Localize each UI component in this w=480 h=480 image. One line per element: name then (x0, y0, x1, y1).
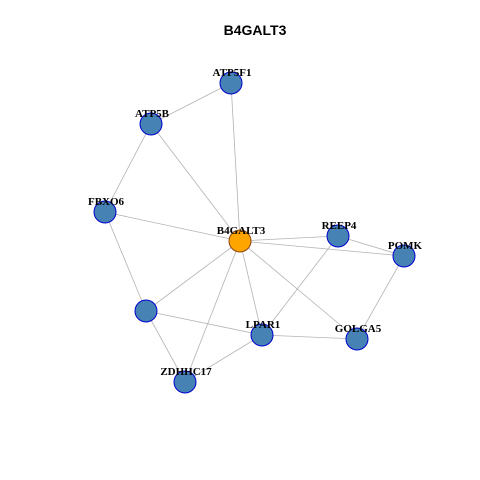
edge-reep4-lpar1 (261, 235, 339, 336)
node-label-reep4: REEP4 (322, 220, 357, 232)
edge-unlabeled-lpar1 (145, 310, 263, 336)
node-unlabeled[interactable] (134, 299, 158, 323)
edge-atp5b-fbxo6 (104, 123, 152, 213)
edge-atp5f1-b4galt3 (230, 82, 241, 242)
node-label-atp5b: ATP5B (135, 108, 170, 120)
edge-pomk-golga5 (356, 255, 405, 340)
node-golga5[interactable] (345, 327, 369, 351)
node-b4galt3[interactable] (228, 229, 252, 253)
edge-b4galt3-lpar1 (239, 240, 263, 336)
edge-atp5f1-atp5b (150, 82, 232, 125)
node-reep4[interactable] (326, 224, 350, 248)
node-atp5b[interactable] (139, 112, 163, 136)
node-label-lpar1: LPAR1 (246, 319, 281, 331)
node-label-fbxo6: FBXO6 (88, 196, 125, 208)
edge-fbxo6-b4galt3 (104, 211, 241, 242)
node-label-zdhhc17: ZDHHC17 (160, 366, 212, 378)
edge-layer (104, 82, 405, 383)
node-label-b4galt3: B4GALT3 (217, 225, 266, 237)
node-zdhhc17[interactable] (173, 370, 197, 394)
edge-b4galt3-pomk (239, 240, 405, 257)
edge-lpar1-golga5 (261, 334, 358, 340)
node-atp5f1[interactable] (219, 71, 243, 95)
edge-atp5b-b4galt3 (150, 123, 241, 242)
edge-unlabeled-zdhhc17 (145, 310, 186, 383)
node-label-golga5: GOLGA5 (335, 323, 382, 335)
edge-lpar1-zdhhc17 (184, 334, 263, 383)
edge-b4galt3-golga5 (239, 240, 358, 340)
edge-b4galt3-reep4 (239, 235, 339, 242)
edge-b4galt3-unlabeled (145, 240, 241, 312)
node-fbxo6[interactable] (93, 200, 117, 224)
edge-b4galt3-zdhhc17 (184, 240, 241, 383)
node-layer (93, 71, 416, 394)
node-pomk[interactable] (392, 244, 416, 268)
node-label-atp5f1: ATP5F1 (213, 67, 252, 79)
graph-title: B4GALT3 (224, 22, 287, 38)
node-lpar1[interactable] (250, 323, 274, 347)
node-label-pomk: POMK (388, 240, 423, 252)
edge-fbxo6-unlabeled (104, 211, 147, 312)
